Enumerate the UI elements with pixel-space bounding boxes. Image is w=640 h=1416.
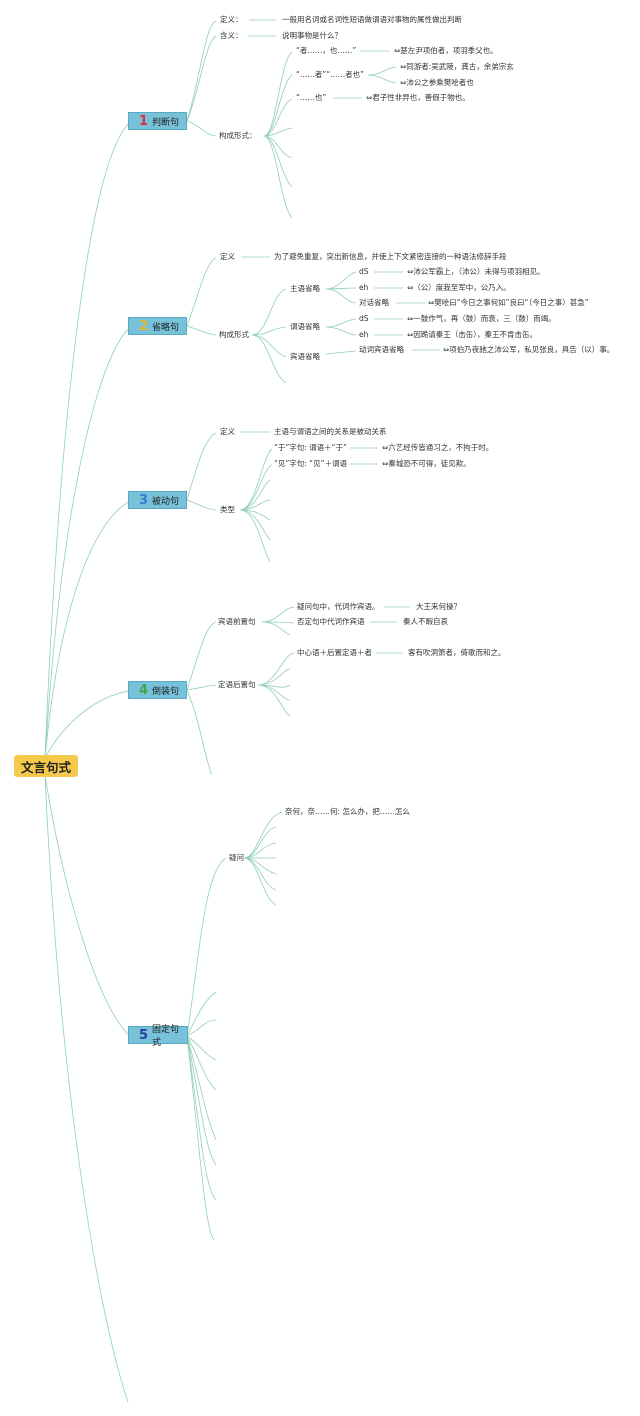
s2-subject-b[interactable]: eh — [359, 283, 369, 292]
s5-question-1[interactable]: 奈何，奈……何: 怎么办，把……怎么 — [285, 807, 410, 816]
s2-definition-text[interactable]: 为了避免重复，突出新信息，并使上下文紧密连接的一种语法修辞手段 — [274, 252, 507, 261]
section-label: 被动句 — [152, 496, 180, 507]
s4-object-rule-2-example[interactable]: 秦人不暇自哀 — [403, 617, 448, 626]
section-label: 判断句 — [152, 117, 180, 128]
section-node-1[interactable]: 1 判断句 — [128, 112, 187, 130]
s2-subject-a-example[interactable]: ⇔沛公军霸上，（沛公）未得与项羽相见。 — [407, 267, 545, 276]
s2-predicate-a[interactable]: dS — [359, 314, 369, 323]
s3-type-2-example[interactable]: ⇔秦城恐不可得，徒见欺。 — [382, 459, 471, 468]
section-number: 2 — [139, 318, 149, 334]
s4-attribute-rule-1[interactable]: 中心语＋后置定语＋者 — [297, 648, 372, 657]
s2-subject-omission[interactable]: 主语省略 — [290, 284, 320, 293]
s3-type-2[interactable]: “见”字句: “见”＋谓语 — [274, 459, 347, 468]
s2-subject-c[interactable]: 对话省略 — [359, 298, 389, 307]
s1-pattern-2-example-1[interactable]: ⇔同游者:吴武陵，龚古，余弟宗玄 — [400, 62, 514, 71]
s3-definition-label[interactable]: 定义 — [220, 427, 235, 436]
s2-predicate-a-example[interactable]: ⇔一鼓作气，再（鼓）而衰，三（鼓）而竭。 — [407, 314, 556, 323]
s2-predicate-omission[interactable]: 谓语省略 — [290, 322, 320, 331]
section-node-3[interactable]: 3 被动句 — [128, 491, 187, 509]
s1-pattern-1-example[interactable]: ⇔楚左尹项伯者，项羽季父也。 — [394, 46, 498, 55]
s4-attribute-postposing-label[interactable]: 定语后置句 — [218, 680, 256, 689]
s3-type-1-example[interactable]: ⇔六艺经传皆通习之，不拘于时。 — [382, 443, 494, 452]
s1-pattern-3[interactable]: “……也” — [296, 93, 327, 102]
section-number: 4 — [139, 682, 149, 698]
s1-pattern-2[interactable]: “……者”“……者也” — [296, 70, 365, 79]
s2-predicate-b-example[interactable]: ⇔因跪请秦王（击缶），秦王不肯击缶。 — [407, 330, 538, 339]
s1-definition-label[interactable]: 定义： — [220, 15, 243, 24]
s2-object-a-example[interactable]: ⇔项伯乃夜驰之沛公军，私见张良，具告（以）事。 — [443, 345, 615, 354]
s1-form-label[interactable]: 构成形式： — [219, 131, 257, 140]
s1-pattern-1[interactable]: “者……，也……” — [296, 46, 357, 55]
s5-question-label[interactable]: 疑问 — [229, 853, 244, 862]
s4-object-rule-1[interactable]: 疑问句中，代词作宾语。 — [297, 602, 380, 611]
s1-meaning-label[interactable]: 含义： — [220, 31, 243, 40]
section-label: 省略句 — [152, 322, 180, 333]
section-label: 倒装句 — [152, 686, 180, 697]
s3-type-label[interactable]: 类型 — [220, 505, 235, 514]
s2-object-omission[interactable]: 宾语省略 — [290, 352, 320, 361]
s2-object-a[interactable]: 动词宾语省略 — [359, 345, 404, 354]
s2-subject-b-example[interactable]: ⇔（公）度我至军中，公乃入。 — [407, 283, 511, 292]
section-number: 1 — [139, 113, 149, 129]
s1-meaning-text[interactable]: 说明事物是什么？ — [282, 31, 342, 40]
s4-object-rule-2[interactable]: 否定句中代词作宾语 — [297, 617, 365, 626]
s4-attribute-rule-1-example[interactable]: 客有吹洞箫者，倚歌而和之。 — [408, 648, 506, 657]
s4-object-rule-1-example[interactable]: 大王来何操？ — [416, 602, 461, 611]
section-node-2[interactable]: 2 省略句 — [128, 317, 187, 335]
section-node-5[interactable]: 5 固定句式 — [128, 1025, 188, 1048]
s1-pattern-3-example[interactable]: ⇔君子性非异也，善假于物也。 — [366, 93, 470, 102]
s2-definition-label[interactable]: 定义 — [220, 252, 235, 261]
s2-predicate-b[interactable]: eh — [359, 330, 369, 339]
section-label: 固定句式 — [152, 1025, 180, 1048]
s2-form-label[interactable]: 构成形式 — [219, 330, 249, 339]
s1-definition-text[interactable]: 一般用名词或名词性短语做谓语对事物的属性做出判断 — [282, 15, 462, 24]
s4-object-preposing-label[interactable]: 宾语前置句 — [218, 617, 256, 626]
s3-type-1[interactable]: “于”字句: 谓语＋“于” — [274, 443, 347, 452]
root-node[interactable]: 文言句式 — [14, 755, 78, 777]
s3-definition-text[interactable]: 主语与谓语之间的关系是被动关系 — [274, 427, 387, 436]
s2-subject-c-example[interactable]: ⇔樊哙曰“今日之事何如”良曰“（今日之事）甚急” — [428, 298, 589, 307]
s1-pattern-2-example-2[interactable]: ⇔沛公之参乘樊哙者也 — [400, 78, 474, 87]
section-number: 5 — [139, 1027, 149, 1043]
section-node-4[interactable]: 4 倒装句 — [128, 681, 187, 699]
section-number: 3 — [139, 492, 149, 508]
s2-subject-a[interactable]: dS — [359, 267, 369, 276]
